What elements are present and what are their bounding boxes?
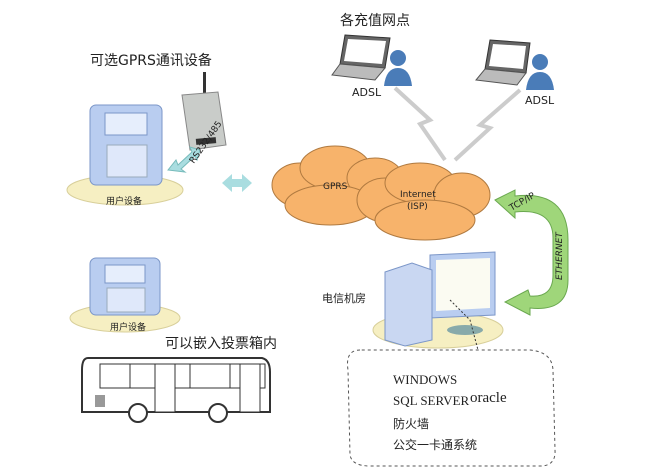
gprs-cloud	[271, 145, 404, 226]
charging-points-title: 各充值网点	[340, 13, 410, 29]
software-sqlserver: SQL SERVER	[393, 393, 470, 408]
laptop-icon	[331, 34, 391, 81]
software-firewall: 防火墙	[393, 417, 430, 431]
user-device-icon	[66, 104, 184, 206]
software-bus-card-system: 公交一卡通系统	[393, 438, 478, 452]
user-device-icon	[69, 257, 181, 333]
wireless-link-left	[393, 86, 447, 162]
gprs-device-title: 可选GPRS通讯设备	[90, 53, 212, 69]
internet-cloud	[356, 162, 491, 241]
server-link-line	[449, 299, 479, 351]
wireless-link-right	[453, 88, 522, 162]
gprs-modem-icon	[181, 72, 227, 151]
tcpip-ethernet-arrow	[494, 189, 569, 316]
user-device-label-1: 用户设备	[106, 197, 143, 207]
user-device-label-2: 用户设备	[110, 323, 147, 333]
cloud-internet-label: Internet	[400, 190, 436, 200]
software-windows: WINDOWS	[393, 372, 458, 387]
double-arrow-icon	[222, 174, 252, 192]
cloud-isp-label: (ISP)	[407, 202, 428, 212]
bus-icon	[81, 357, 271, 423]
server-computer-icon	[372, 251, 504, 349]
software-box	[347, 349, 556, 467]
user-person-icon	[384, 50, 412, 86]
double-arrow-icon	[167, 146, 201, 173]
adsl-label-left: ADSL	[352, 86, 382, 99]
laptop-icon	[475, 39, 531, 86]
embed-label: 可以嵌入投票箱内	[165, 336, 277, 352]
software-oracle: oracle	[470, 390, 507, 406]
ethernet-label: ETHERNET	[555, 232, 565, 280]
cloud-gprs-label: GPRS	[323, 182, 348, 192]
user-person-icon	[526, 54, 554, 90]
adsl-label-right: ADSL	[525, 94, 555, 107]
server-room-label: 电信机房	[322, 292, 366, 305]
